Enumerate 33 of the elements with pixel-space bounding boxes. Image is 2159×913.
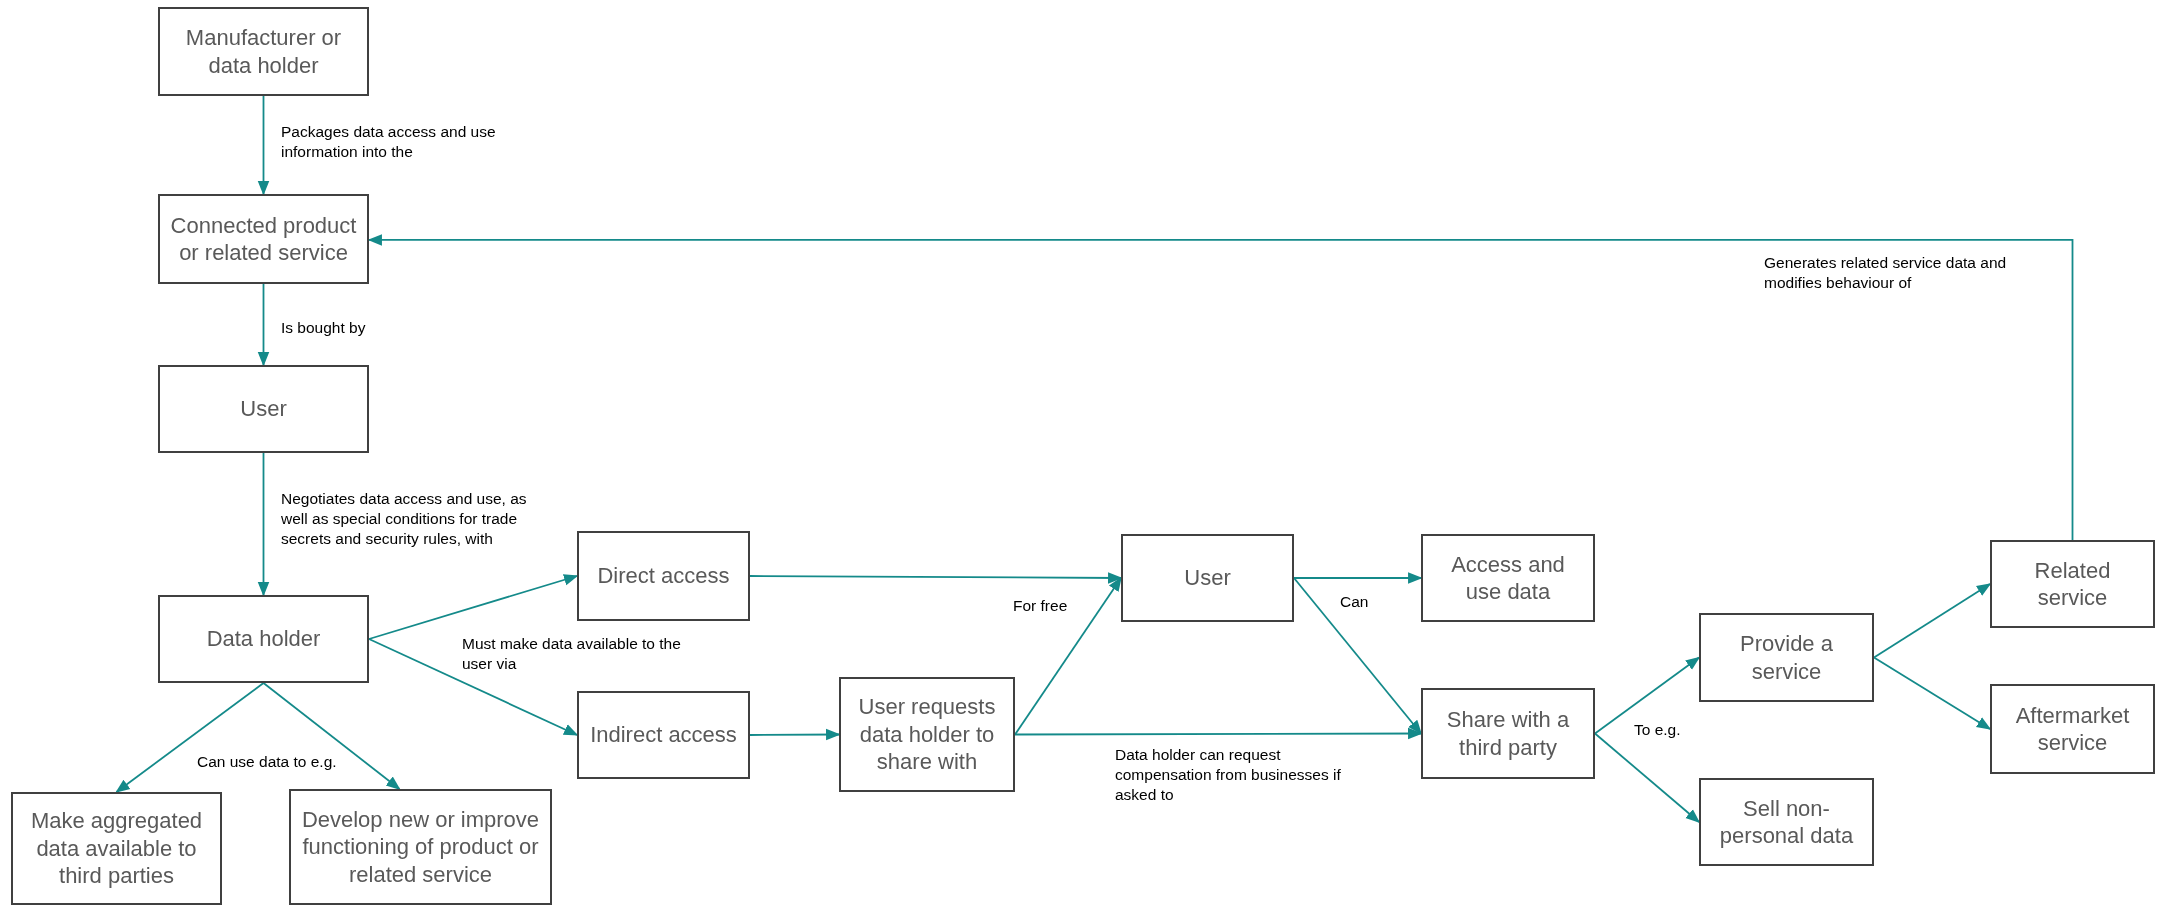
process-box: Connected product or related service xyxy=(158,194,369,284)
arrow xyxy=(257,95,270,196)
process-box: Related service xyxy=(1990,540,2155,628)
arrow xyxy=(1293,572,1423,584)
arrow xyxy=(1594,732,1701,823)
process-box: Manufacturer or data holder xyxy=(158,7,369,96)
arrow xyxy=(1873,656,1992,730)
arrow xyxy=(257,452,270,597)
process-box: Develop new or improve functioning of product or related service xyxy=(289,789,552,905)
process-box: Make aggregated data available to third parties xyxy=(11,792,222,905)
process-box: Aftermarket service xyxy=(1990,684,2155,774)
process-box: Sell non-personal data xyxy=(1699,778,1874,866)
process-box: User xyxy=(158,365,369,453)
arrow xyxy=(1293,577,1422,735)
arrow xyxy=(262,682,401,790)
arrow xyxy=(1594,656,1701,735)
arrow xyxy=(1014,576,1122,736)
process-box: Direct access xyxy=(577,531,750,621)
arrow xyxy=(749,572,1123,584)
process-box: Share with a third party xyxy=(1421,688,1595,779)
process-box: Data holder xyxy=(158,595,369,683)
process-box: Indirect access xyxy=(577,691,750,779)
process-box: User requests data holder to share with xyxy=(839,677,1015,792)
arrow xyxy=(749,728,841,741)
arrow xyxy=(1873,583,1992,659)
arrow xyxy=(115,682,265,793)
arrow xyxy=(1014,727,1423,740)
process-box: User xyxy=(1121,534,1294,622)
arrow xyxy=(368,638,579,736)
arrow xyxy=(257,283,270,367)
process-box: Provide a service xyxy=(1699,613,1874,702)
process-box: Access and use data xyxy=(1421,534,1595,622)
arrow xyxy=(368,574,579,640)
